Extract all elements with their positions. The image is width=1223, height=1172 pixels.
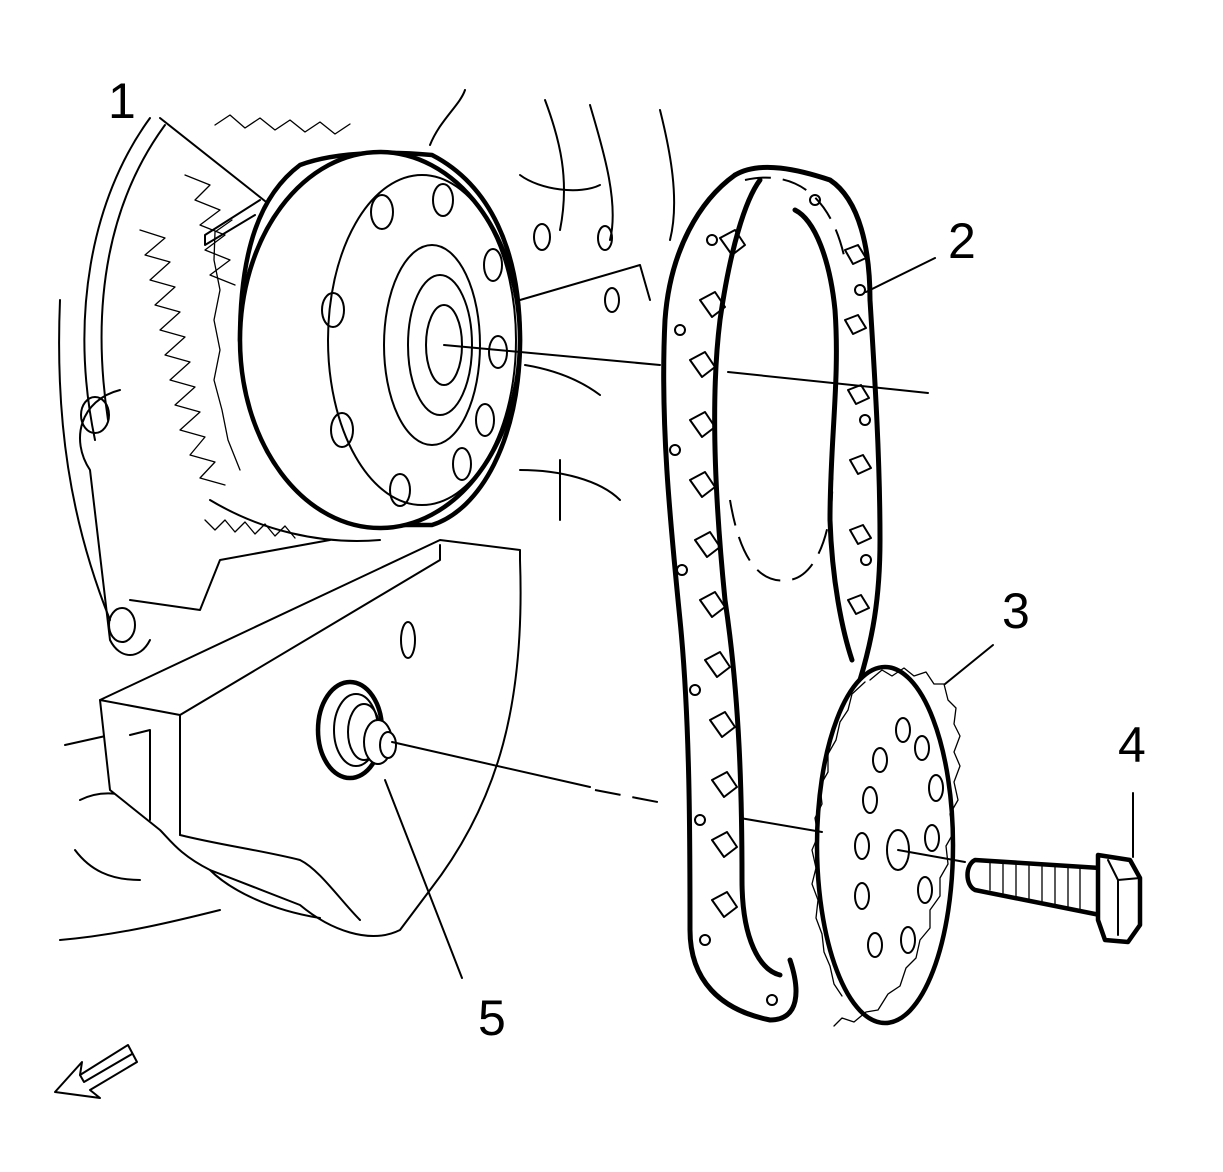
camshaft-actuator [204,149,523,531]
sprocket-bolt [965,852,1143,945]
crankshaft-nose [315,679,397,781]
callout-2: 2 [948,213,976,269]
callout-4: 4 [1118,717,1146,773]
front-arrow-icon [54,1044,138,1099]
callout-1: 1 [108,73,136,129]
alignment-lines [391,344,966,863]
crankshaft-sprocket [811,664,961,1027]
flywheel-ring-gear [58,114,381,621]
timing-chain [661,164,883,1023]
callout-3: 3 [1002,583,1030,639]
callout-5: 5 [478,990,506,1046]
callout-leaders [384,257,1134,979]
front-cover-bracket [99,539,522,937]
